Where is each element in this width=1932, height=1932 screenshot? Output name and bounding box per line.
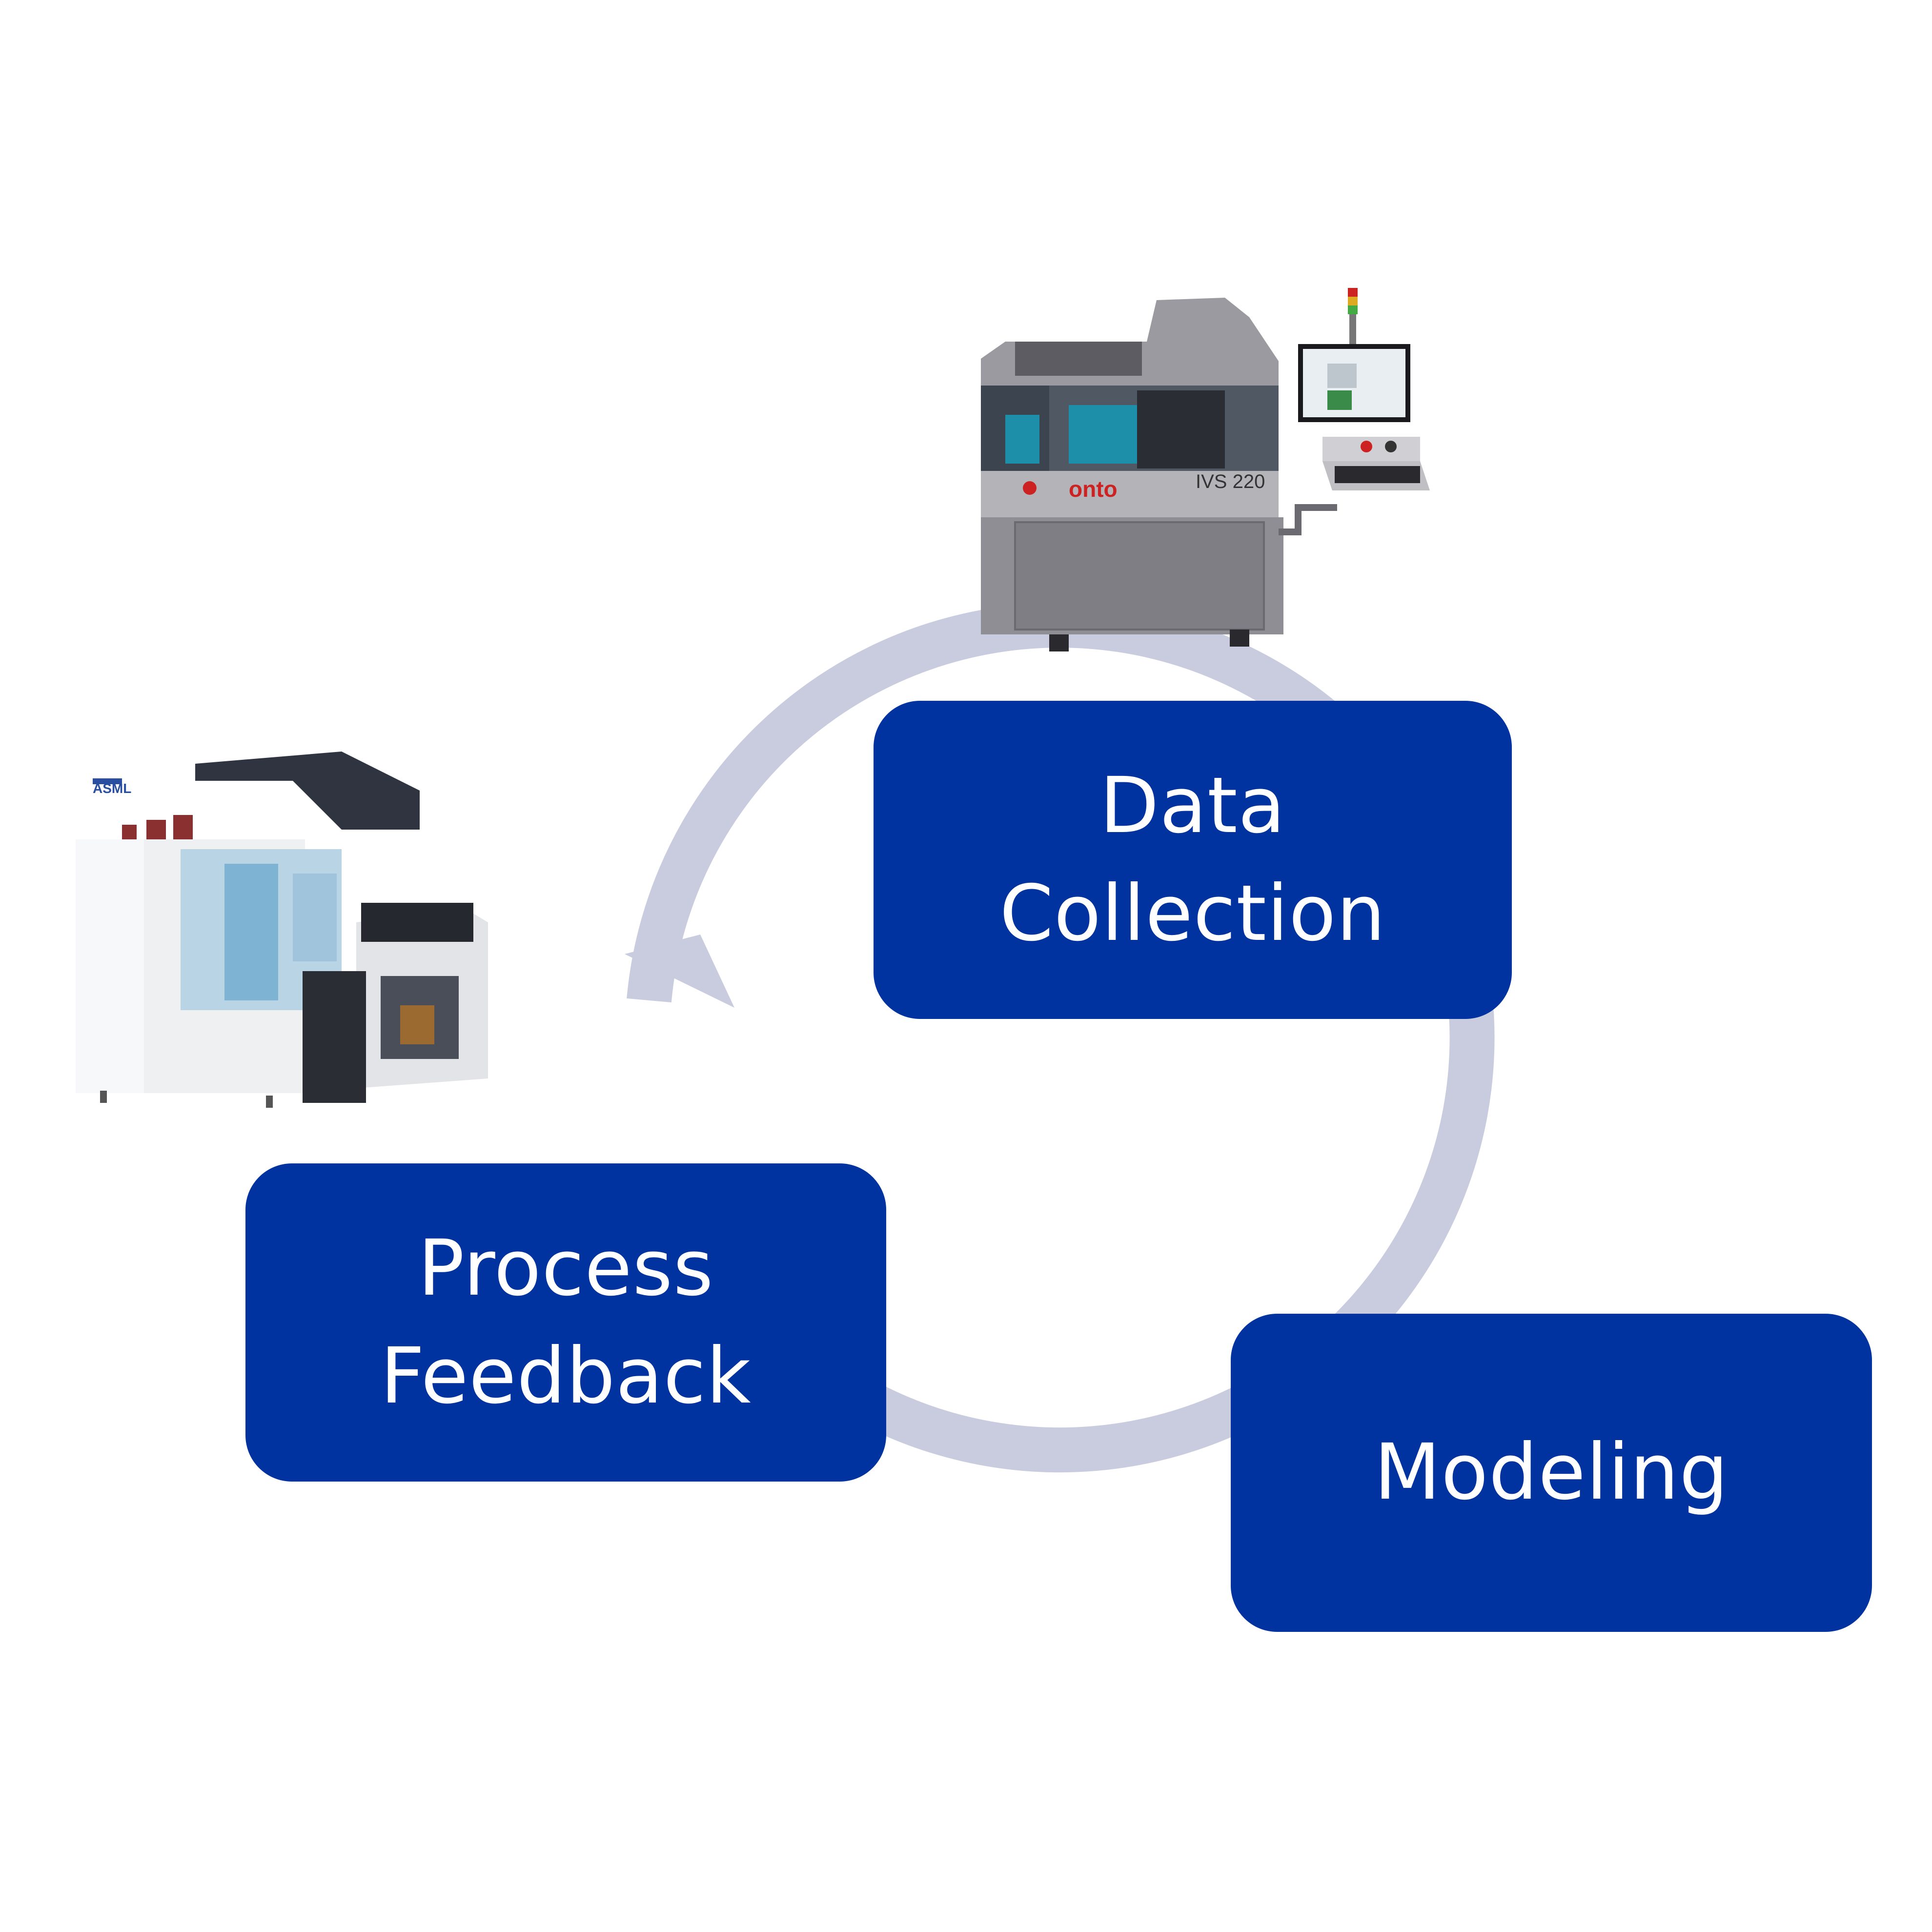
inspection-model-label: IVS 220 <box>1196 471 1265 492</box>
stage-label-data-collection: Data Collection <box>999 760 1386 958</box>
inspection-brand-label: onto <box>1069 476 1118 502</box>
inspection-tool: onto IVS 220 <box>974 290 1442 666</box>
stage-data-collection: Data Collection <box>874 701 1512 1019</box>
stage-label-modeling: Modeling <box>1374 1427 1729 1518</box>
cycle-arrowhead <box>625 935 734 1008</box>
stage-label-process-feedback: Process Feedback <box>380 1223 752 1421</box>
lithography-tool-image <box>76 752 488 1108</box>
stage-process-feedback: Process Feedback <box>245 1163 886 1482</box>
litho-brand-label: ASML <box>93 781 132 796</box>
lithography-tool: ASML <box>68 742 505 1122</box>
inspection-tool-image <box>981 288 1430 651</box>
stage-modeling: Modeling <box>1231 1314 1872 1632</box>
